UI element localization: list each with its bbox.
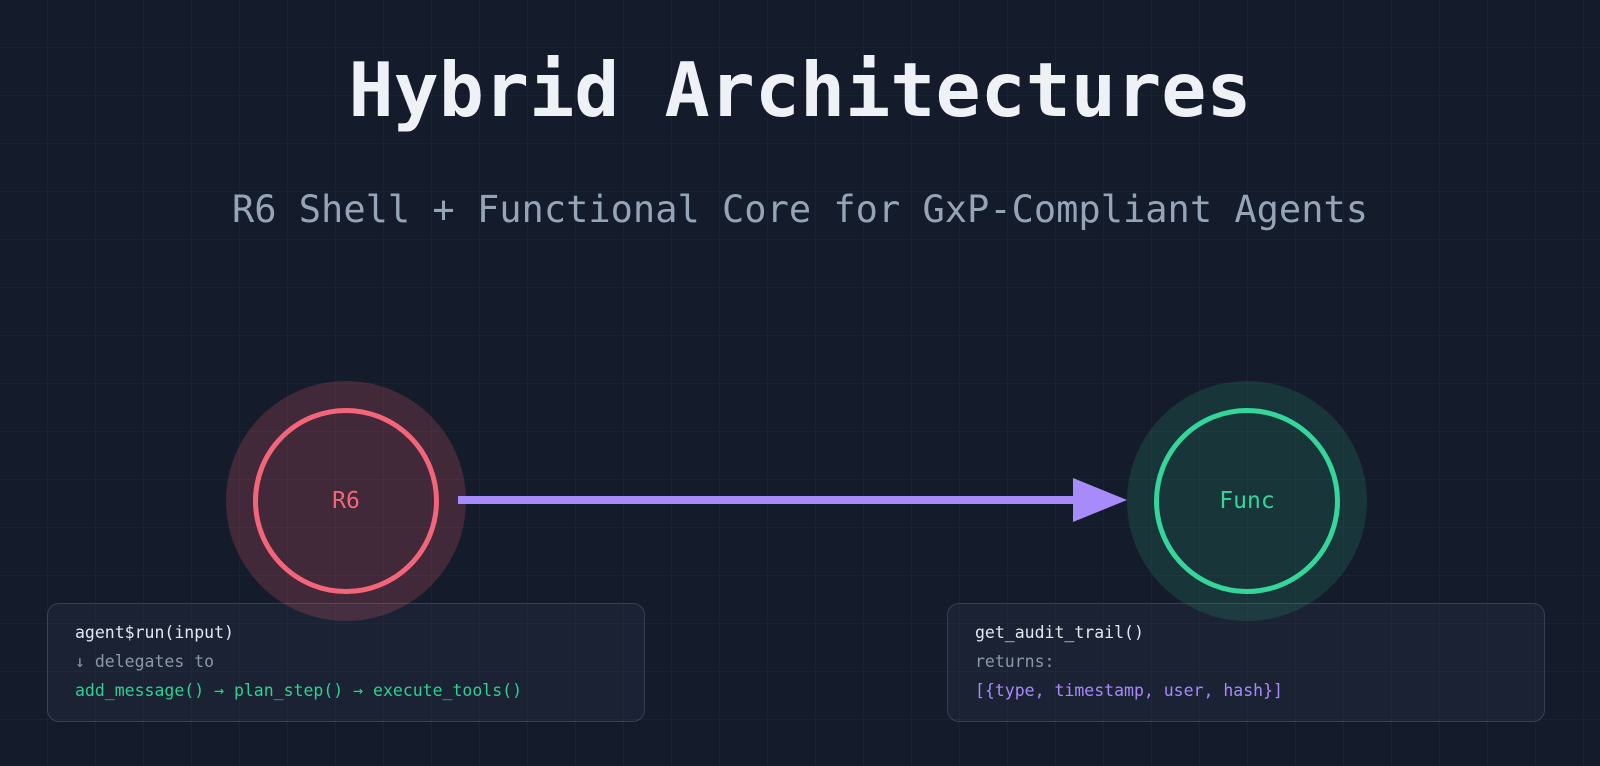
- code-line: add_message() → plan_step() → execute_to…: [75, 681, 523, 700]
- code-line: ↓ delegates to: [75, 652, 215, 671]
- node-r6-label: R6: [332, 488, 360, 514]
- code-line: agent$run(input): [75, 623, 234, 642]
- code-panel-functional-core: get_audit_trail() returns: [{type, times…: [947, 603, 1545, 722]
- code-line: [{type, timestamp, user, hash}]: [975, 681, 1283, 700]
- node-func-circle: Func: [1154, 408, 1340, 594]
- node-r6-circle: R6: [253, 408, 439, 594]
- code-line: returns:: [975, 652, 1055, 671]
- code-panel-r6-shell: agent$run(input) ↓ delegates to add_mess…: [47, 603, 645, 722]
- page-title: Hybrid Architectures: [348, 46, 1252, 134]
- code-line: get_audit_trail(): [975, 623, 1144, 642]
- node-func-label: Func: [1219, 488, 1275, 514]
- page-subtitle: R6 Shell + Functional Core for GxP-Compl…: [231, 188, 1369, 231]
- flow-arrow-line: [458, 496, 1078, 504]
- flow-arrow-head-icon: [1073, 478, 1127, 522]
